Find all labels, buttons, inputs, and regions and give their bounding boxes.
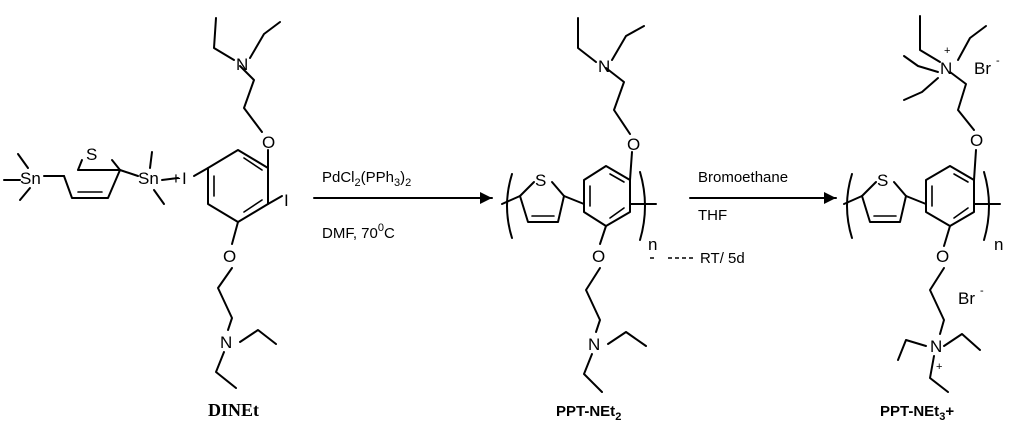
polymer2-top-ethyls [903,15,987,101]
benzene-ring [207,149,269,223]
polymer1-repeat-n: n [648,235,657,254]
bottom-ethyl-groups [215,329,277,389]
polymer2-biaryl-bond [905,195,927,205]
polymer2-top-bromide-charge: - [996,55,1000,67]
bottom-nitrogen: N [220,333,232,352]
step1-arrow-group: PdCl2(PPh3)2 DMF, 700C [313,169,493,242]
thf-text: THF [698,207,727,224]
step2-arrow-group: Bromoethane THF RT/ 5d [650,169,837,267]
iodo-left-bond [193,167,209,177]
polymer1-top-ethyls [577,17,645,63]
polymer2-bottom-bromide-charge: - [980,285,984,297]
polymer2-top-bromide: Br [974,59,991,78]
bottom-o-bond [231,221,239,245]
iodine-right: I [284,191,289,210]
sn-right-methyls [149,151,179,205]
polymer2-repeat-n: n [994,235,1003,254]
catalyst-text: PdCl2(PPh3)2 [322,169,411,189]
iodine-left: I [182,169,187,188]
bottom-oxygen: O [223,247,236,266]
polymer2-bottom-o-bond [943,225,951,247]
polymer2-bottom-oxygen: O [936,247,949,266]
bottom-ethylene-chain [217,267,233,331]
polymer2-top-plus: + [944,45,950,57]
bromoethane-text: Bromoethane [698,169,788,186]
polymer2-benzene [925,165,975,227]
monomer-label: DINEt [208,400,259,420]
polymer1-biaryl-bond [563,195,585,205]
top-ethyl-groups [213,17,281,61]
step2-arrow-head [824,192,836,204]
polymer2-bottom-plus: + [936,361,942,373]
top-oxygen: O [262,133,275,152]
polymer2-s-atom: S [877,171,888,190]
polymer1-top-oxygen: O [627,135,640,154]
solvent-temp-text: DMF, 700C [322,222,395,242]
polymer1-top-o-bond [629,151,633,181]
polymer2-left-bracket [846,173,853,239]
sn-left-atom: Sn [20,169,41,188]
polymer1-thiophene [519,195,565,223]
thiophene-s-atom: S [86,145,97,164]
polymer1-s-atom: S [535,171,546,190]
polymer1-benzene [583,165,631,227]
rt-time-text: RT/ 5d [700,250,745,267]
thiophene-s-bonds [77,159,121,171]
polymer1-label: PPT-NEt2 [556,403,621,423]
polymer1-right-bracket [639,171,646,241]
sn-right-bond [119,169,139,177]
polymer1-bottom-o-bond [599,225,607,245]
polymer2-end-bonds [843,195,1001,205]
polymer1-thiophene-s-bonds [519,181,565,197]
polymer1-top-nitrogen: N [598,57,610,76]
dinet-monomer: I I O N O N DINEt [182,17,289,420]
step1-arrow-head [480,192,492,204]
polymer2-thiophene-s-bonds [861,181,907,197]
polymer2-right-bracket [983,171,990,241]
polymer2-top-chain [949,71,975,131]
benzene-double-bonds [213,157,263,213]
polymer1-bottom-oxygen: O [592,247,605,266]
polymer1-end-bonds [501,195,657,205]
polymer2-bottom-nitrogen: N [930,337,942,356]
sn-right-atom: Sn [138,169,159,188]
polymer1-bottom-chain [585,267,601,333]
top-nitrogen: N [236,55,248,74]
polymer2-bottom-chain [929,267,945,335]
polymer-ppt-net3-plus: n S O N + Br - O N + Br - PPT-NEt3+ [843,15,1003,423]
polymer-ppt-net2: n S O N O N PPT-NEt2 [501,17,657,423]
top-ethylene-chain [239,65,263,133]
polymer2-label: PPT-NEt3+ [880,403,954,423]
polymer2-top-o-bond [973,149,977,181]
polymer2-benzene-double [931,173,969,219]
polymer1-top-chain [605,67,631,135]
iodo-right-bond [267,195,283,205]
thiophene-ring-bonds [63,169,121,199]
polymer2-bottom-ethyls [897,333,981,393]
polymer1-left-bracket [506,173,513,239]
bis-trimethylstannyl-thiophene: S Sn Sn + [3,145,181,205]
sn-left-methyls [3,153,31,201]
polymer2-bottom-bromide: Br [958,289,975,308]
polymer2-top-nitrogen: N [940,59,952,78]
polymer1-bottom-ethyls [583,331,647,393]
polymer2-thiophene [861,195,907,223]
polymer2-top-oxygen: O [970,131,983,150]
polymer1-bottom-nitrogen: N [588,335,600,354]
polymer1-benzene-double [589,173,625,219]
plus-sign: + [171,169,181,188]
